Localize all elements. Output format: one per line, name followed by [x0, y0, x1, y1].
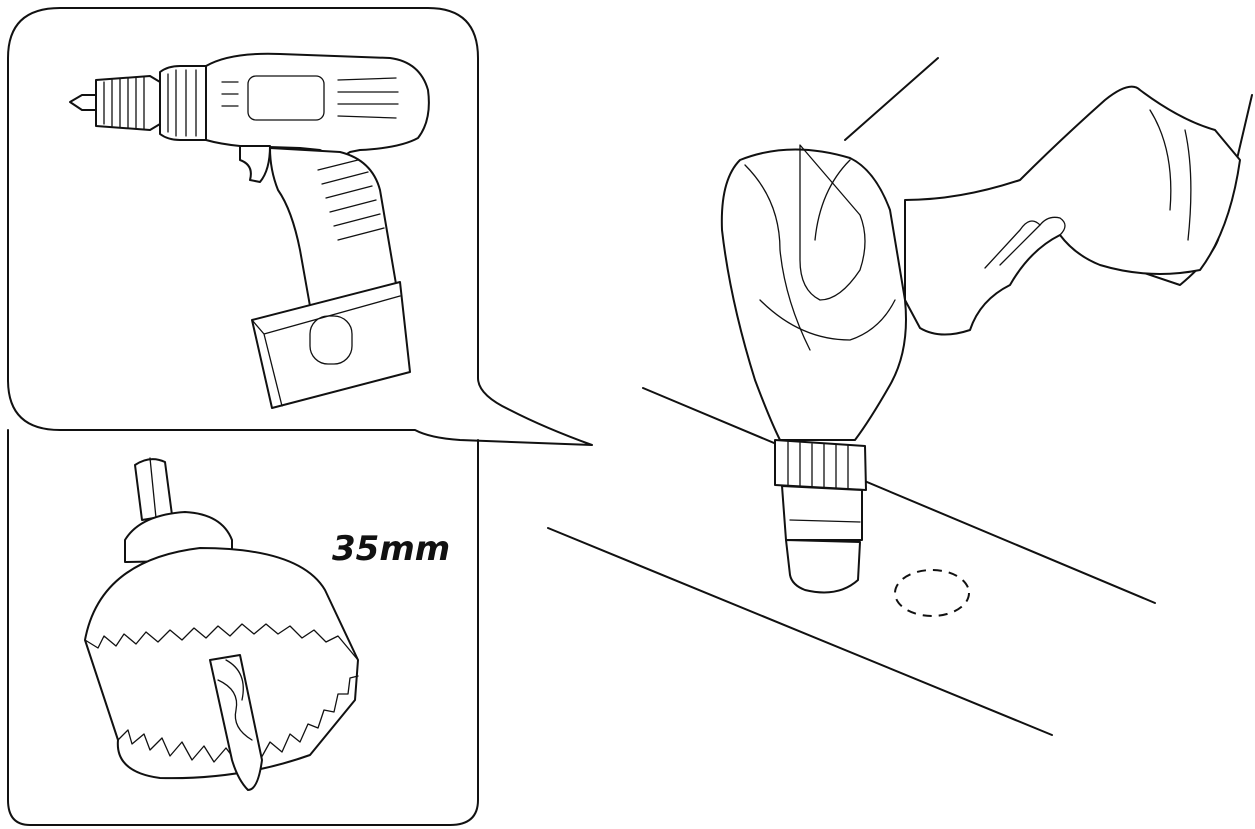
hole-saw-bit-icon — [84, 457, 359, 791]
hole-saw-panel: 35mm — [7, 429, 479, 826]
panel-bottom-edge — [547, 527, 1053, 736]
dashed-circle-marker-icon — [894, 569, 970, 617]
hole-saw-size-label: 35mm — [332, 529, 450, 569]
drilling-scene — [547, 57, 1253, 736]
cordless-drill-icon — [69, 52, 430, 409]
hole-saw-frame — [7, 429, 479, 826]
cordless-drill-panel — [7, 7, 593, 446]
callout-bubble-frame — [7, 7, 593, 446]
panel-top-edge — [642, 387, 1156, 604]
hand-drilling-panel-icon — [720, 57, 1253, 594]
